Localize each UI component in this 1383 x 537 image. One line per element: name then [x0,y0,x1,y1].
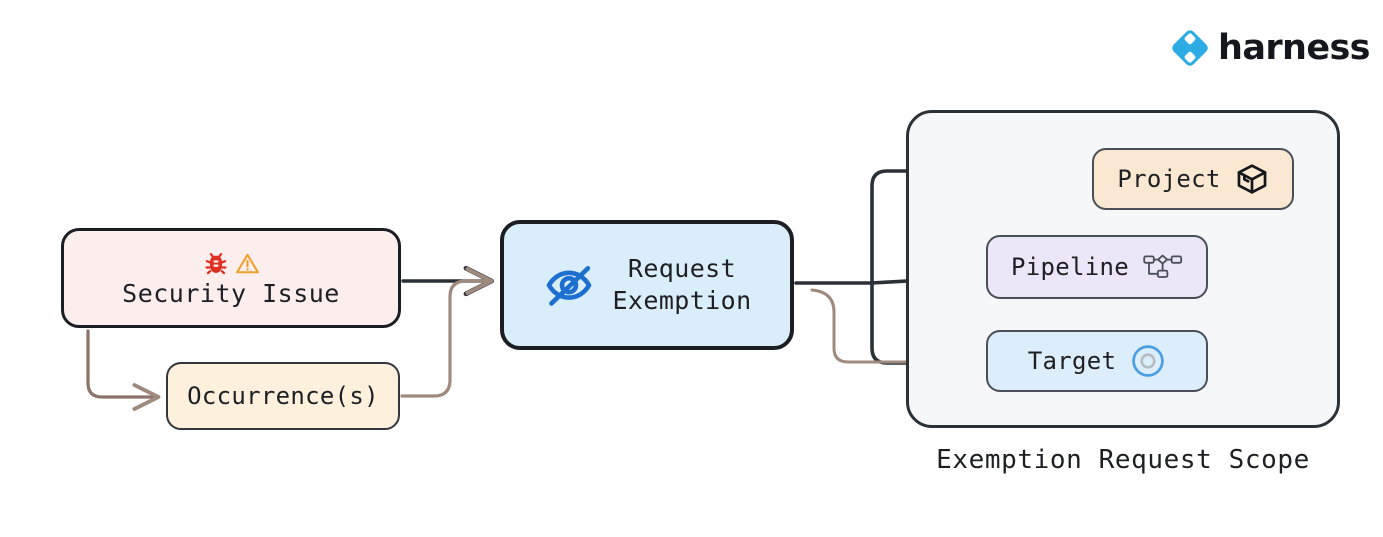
exemption-request-scope-caption: Exemption Request Scope [936,445,1310,475]
target-circle-icon [1130,343,1166,379]
security-issue-icons [203,251,260,277]
node-target[interactable]: Target [986,330,1208,392]
eye-off-icon [542,258,596,312]
pipeline-nodes-icon [1143,252,1183,282]
node-occurrences[interactable]: Occurrence(s) [166,362,400,430]
request-exemption-line2: Exemption [612,286,752,315]
occurrences-label: Occurrence(s) [187,382,379,410]
harness-diamond-logo-icon [1170,28,1210,68]
security-issue-label: Security Issue [122,278,340,308]
project-label: Project [1117,165,1221,193]
cube-icon [1235,162,1269,196]
harness-brand-logo: harness [1170,27,1371,68]
request-exemption-line1: Request [627,254,737,283]
warning-triangle-icon [235,251,260,276]
bug-icon [203,251,229,277]
target-label: Target [1027,347,1117,375]
node-project[interactable]: Project [1092,148,1294,210]
edge-occurrences-to-request [400,267,494,398]
harness-brand-name: harness [1218,27,1371,68]
node-security-issue[interactable]: Security Issue [61,228,401,328]
pipeline-label: Pipeline [1011,253,1129,281]
node-pipeline[interactable]: Pipeline [986,235,1208,299]
edge-security-to-occurrences [86,329,161,411]
